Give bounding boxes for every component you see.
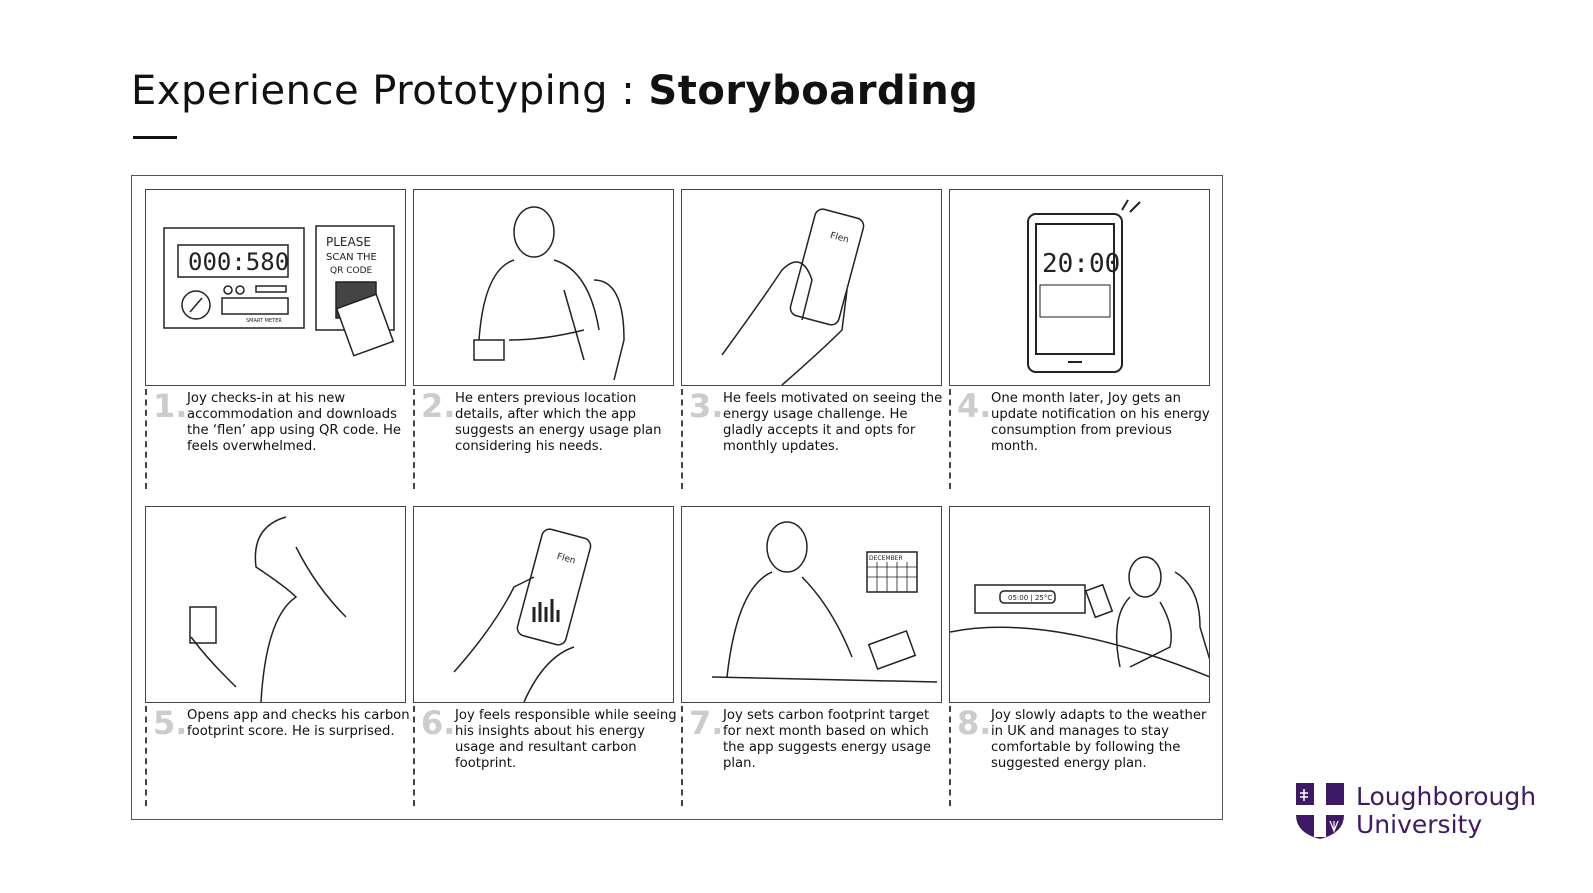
title-light: Experience Prototyping : <box>131 68 649 114</box>
storyboard: 000:580 SMART METER PLEASE SCAN THE QR C… <box>131 175 1223 820</box>
university-name: Loughborough University <box>1356 783 1536 839</box>
heater-display: 05:00 | 25°C <box>1008 594 1052 602</box>
step-number: 3. <box>689 387 724 425</box>
caption-text: One month later, Joy gets an update noti… <box>991 391 1210 454</box>
university-logo: Loughborough University <box>1294 781 1536 841</box>
caption-text: Joy feels responsible while seeing his i… <box>455 708 677 771</box>
title-underline <box>133 136 177 139</box>
caption-text: Joy checks-in at his new accommodation a… <box>187 391 401 454</box>
caption-8: 8. Joy slowly adapts to the weather in U… <box>949 704 1219 806</box>
svg-text:QR CODE: QR CODE <box>330 266 372 276</box>
step-number: 4. <box>957 387 992 425</box>
caption-4: 4. One month later, Joy gets an update n… <box>949 387 1219 489</box>
step-number: 7. <box>689 704 724 742</box>
caption-1: 1. Joy checks-in at his new accommodatio… <box>145 387 415 489</box>
sketch-man-seated <box>413 189 674 386</box>
calendar-month: DECEMBER <box>869 555 903 562</box>
svg-text:PLEASE: PLEASE <box>326 235 371 249</box>
meter-reading: 000:580 <box>188 248 289 276</box>
sketch-tablet-notification: 20:00 <box>949 189 1210 386</box>
crest-icon <box>1296 783 1344 839</box>
title-bold: Storyboarding <box>648 68 979 114</box>
step-number: 6. <box>421 704 456 742</box>
logo-line-2: University <box>1356 810 1483 839</box>
caption-text: Joy sets carbon footprint target for nex… <box>723 708 931 771</box>
sketch-hand-phone: Flen <box>681 189 942 386</box>
sketch-man-checks-phone <box>145 506 406 703</box>
caption-text: He feels motivated on seeing the energy … <box>723 391 943 454</box>
caption-2: 2. He enters previous location details, … <box>413 387 683 489</box>
slide-title: Experience Prototyping : Storyboarding <box>131 68 978 114</box>
svg-text:SCAN THE: SCAN THE <box>326 252 377 263</box>
caption-text: Opens app and checks his carbon footprin… <box>187 708 410 739</box>
caption-text: Joy slowly adapts to the weather in UK a… <box>991 708 1207 771</box>
app-name: Flen <box>829 231 850 246</box>
caption-3: 3. He feels motivated on seeing the ener… <box>681 387 951 489</box>
logo-line-1: Loughborough <box>1356 782 1537 811</box>
sketch-man-calendar: DECEMBER <box>681 506 942 703</box>
clock-time: 20:00 <box>1042 249 1120 279</box>
sketch-smart-meter-qr: 000:580 SMART METER PLEASE SCAN THE QR C… <box>145 189 406 386</box>
caption-7: 7. Joy sets carbon footprint target for … <box>681 704 951 806</box>
step-number: 8. <box>957 704 992 742</box>
step-number: 5. <box>153 704 188 742</box>
app-name: Flen <box>556 552 577 567</box>
caption-6: 6. Joy feels responsible while seeing hi… <box>413 704 683 806</box>
sketch-phone-energy-chart: Flen <box>413 506 674 703</box>
caption-text: He enters previous location details, aft… <box>455 391 662 454</box>
step-number: 2. <box>421 387 456 425</box>
caption-5: 5. Opens app and checks his carbon footp… <box>145 704 415 806</box>
meter-label: SMART METER <box>246 318 282 324</box>
step-number: 1. <box>153 387 188 425</box>
sketch-man-in-bed: 05:00 | 25°C <box>949 506 1216 703</box>
